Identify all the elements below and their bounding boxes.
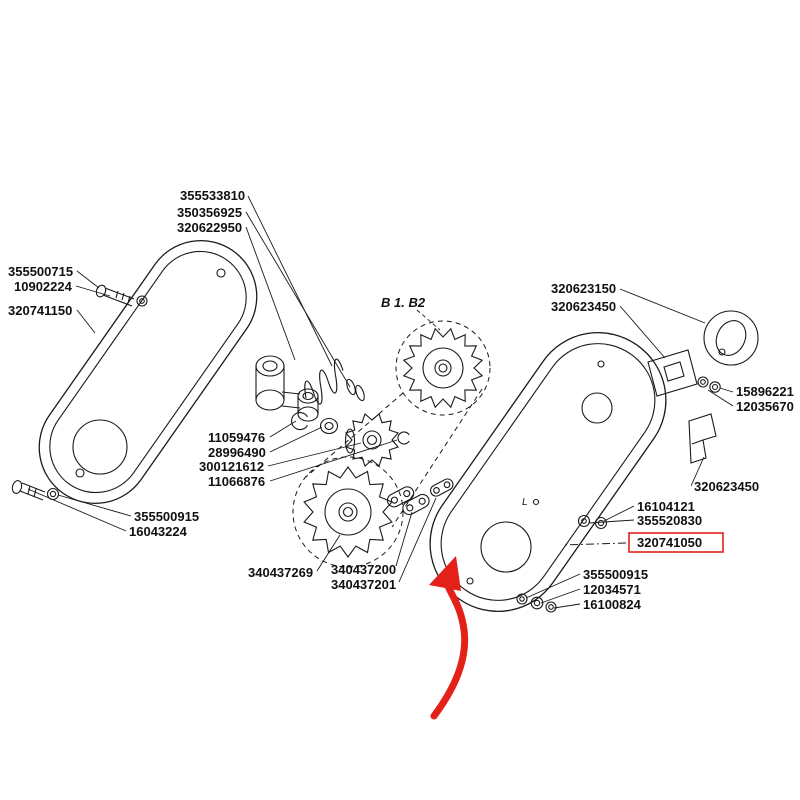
- circlip-small: [397, 431, 410, 445]
- chain-kit-label-b1-b2[interactable]: B 1. B2: [381, 295, 426, 310]
- part-label-355500715[interactable]: 355500715: [8, 264, 73, 279]
- circlip-large: [291, 412, 308, 431]
- bracket-plate: [647, 349, 698, 397]
- master-link: [429, 478, 454, 497]
- chain-links: [386, 486, 430, 516]
- part-label-320622950[interactable]: 320622950: [177, 220, 242, 235]
- part-label-340437201[interactable]: 340437201: [331, 577, 396, 592]
- leader-lines: [27, 195, 734, 609]
- part-label-350356925[interactable]: 350356925: [177, 205, 242, 220]
- chain-path: [292, 320, 491, 568]
- left-cover: [38, 239, 258, 505]
- part-label-355500915-right[interactable]: 355500915: [583, 567, 648, 582]
- right-cover: [429, 331, 667, 613]
- tensioner-sprocket: [344, 412, 400, 468]
- spring: [304, 358, 344, 405]
- part-label-10902224[interactable]: 10902224: [14, 279, 73, 294]
- part-label-15896221[interactable]: 15896221: [736, 384, 794, 399]
- part-label-11066876[interactable]: 11066876: [208, 474, 265, 489]
- bent-bracket: [688, 413, 717, 464]
- part-label-340437269[interactable]: 340437269: [248, 565, 313, 580]
- part-label-355500915-left[interactable]: 355500915: [134, 509, 199, 524]
- cover-letter-mark: L: [522, 497, 528, 508]
- part-label-355520830[interactable]: 355520830: [637, 513, 702, 528]
- bushing-nut: [319, 417, 339, 435]
- screw-top-left: [95, 284, 148, 307]
- left-cover-hole: [72, 419, 128, 475]
- part-label-11059476[interactable]: 11059476: [208, 430, 265, 445]
- part-label-355533810[interactable]: 355533810: [180, 188, 245, 203]
- spring-washers: [346, 378, 365, 402]
- part-label-16043224[interactable]: 16043224: [129, 524, 188, 539]
- part-label-320623450-top[interactable]: 320623450: [551, 299, 616, 314]
- lower-sprocket: [303, 466, 393, 558]
- right-cover-hole: [480, 521, 532, 573]
- round-cap: [703, 310, 759, 366]
- part-label-12035670[interactable]: 12035670: [736, 399, 794, 414]
- part-label-320741150[interactable]: 320741150: [8, 303, 72, 318]
- part-label-16100824[interactable]: 16100824: [583, 597, 642, 612]
- upper-sprocket: [402, 327, 484, 409]
- highlight-box: [628, 532, 724, 553]
- bracket-washer-nut: [697, 376, 721, 393]
- part-label-320623450-bracket[interactable]: 320623450: [694, 479, 759, 494]
- part-label-16104121[interactable]: 16104121: [637, 499, 695, 514]
- part-label-320741050-highlighted[interactable]: 320741050: [637, 535, 702, 550]
- tensioner-arm: [255, 355, 319, 422]
- part-label-12034571[interactable]: 12034571: [583, 582, 641, 597]
- highlighted-part[interactable]: 320741050: [628, 532, 724, 553]
- part-label-340437200[interactable]: 340437200: [331, 562, 396, 577]
- part-label-28996490[interactable]: 28996490: [208, 445, 266, 460]
- part-label-320623150[interactable]: 320623150: [551, 281, 616, 296]
- arrowhead: [429, 556, 461, 591]
- part-label-300121612[interactable]: 300121612: [199, 459, 264, 474]
- bottom-washers: [516, 593, 557, 613]
- red-pointer-arrow: [429, 556, 469, 720]
